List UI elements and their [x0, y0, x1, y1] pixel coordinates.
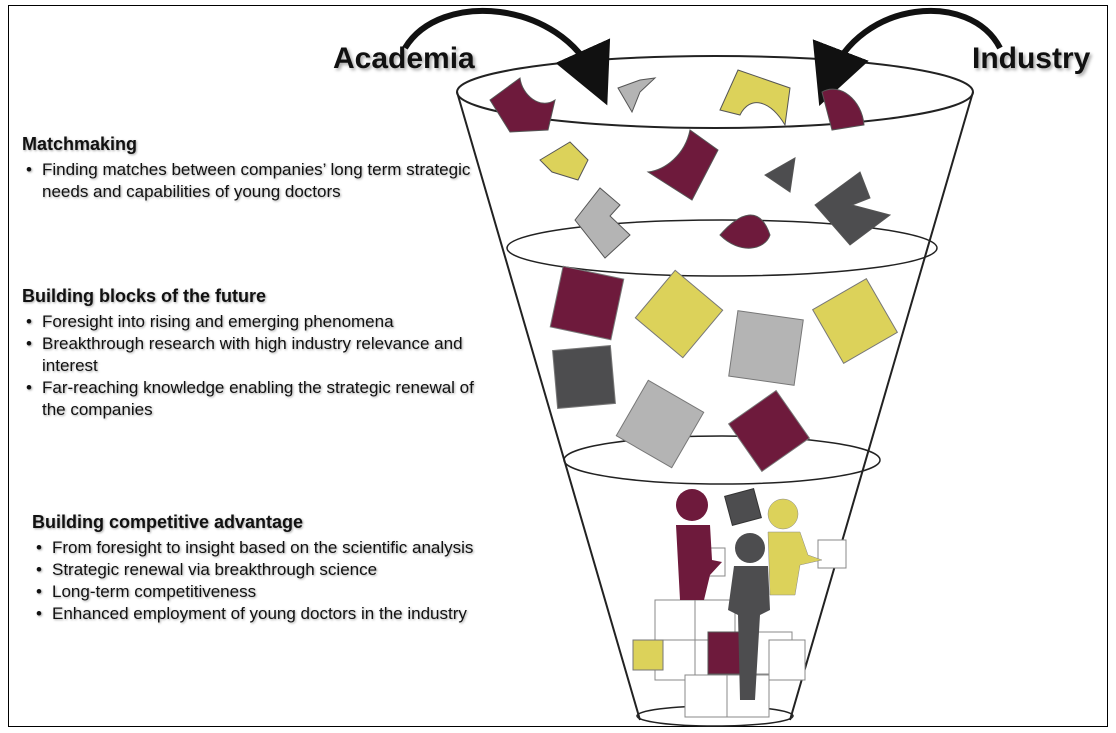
- figure-head: [735, 533, 765, 563]
- puzzle-piece: [539, 141, 589, 181]
- section-building-blocks: Building blocks of the future Foresight …: [22, 286, 487, 421]
- funnel-outline: [456, 55, 974, 727]
- puzzle-piece: [617, 77, 657, 114]
- figure-head: [676, 489, 708, 521]
- bullet-item: Breakthrough research with high industry…: [22, 333, 487, 377]
- bullet-item: From foresight to insight based on the s…: [32, 537, 502, 559]
- cube: [684, 674, 728, 718]
- section-matchmaking: Matchmaking Finding matches between comp…: [22, 134, 482, 203]
- bullet-item: Foresight into rising and emerging pheno…: [22, 311, 487, 333]
- puzzle-piece: [764, 157, 796, 193]
- puzzle-piece: [814, 171, 892, 246]
- section-title: Building competitive advantage: [32, 512, 304, 532]
- cube: [768, 639, 806, 681]
- section-competitive-advantage: Building competitive advantage From fore…: [32, 512, 502, 625]
- industry-label: Industry: [972, 42, 1091, 75]
- cube: [724, 488, 762, 526]
- figures-building-cubes: [632, 488, 847, 718]
- bullet-item: Strategic renewal via breakthrough scien…: [32, 559, 502, 581]
- figure-frame: [8, 5, 1108, 727]
- section-title: Matchmaking: [22, 134, 138, 154]
- bullet-item: Long-term competitiveness: [32, 581, 502, 603]
- figure-body: [676, 525, 722, 600]
- block: [615, 379, 705, 469]
- academia-label: Academia: [333, 42, 475, 75]
- block: [552, 345, 616, 409]
- block: [811, 277, 899, 365]
- puzzle-piece: [574, 187, 631, 259]
- block: [634, 269, 724, 359]
- puzzle-piece: [821, 88, 865, 131]
- cube: [654, 599, 696, 641]
- puzzle-pieces: [489, 69, 892, 259]
- puzzle-piece: [719, 69, 791, 127]
- block: [727, 389, 811, 473]
- puzzle-piece: [489, 77, 556, 133]
- puzzle-piece: [719, 214, 771, 249]
- block: [728, 310, 804, 386]
- building-blocks: [549, 265, 899, 473]
- industry-arrow: [812, 7, 1003, 106]
- bullet-item: Finding matches between companies’ long …: [22, 159, 482, 203]
- cube: [632, 639, 664, 671]
- figure-head: [767, 498, 799, 530]
- section-title: Building blocks of the future: [22, 286, 266, 306]
- cube: [817, 539, 847, 569]
- bullet-item: Enhanced employment of young doctors in …: [32, 603, 502, 625]
- academia-arrow: [402, 7, 611, 106]
- figure-body: [767, 531, 823, 596]
- figure-body: [728, 566, 770, 700]
- puzzle-piece: [646, 129, 719, 201]
- block: [549, 265, 625, 341]
- bullet-item: Far-reaching knowledge enabling the stra…: [22, 377, 487, 421]
